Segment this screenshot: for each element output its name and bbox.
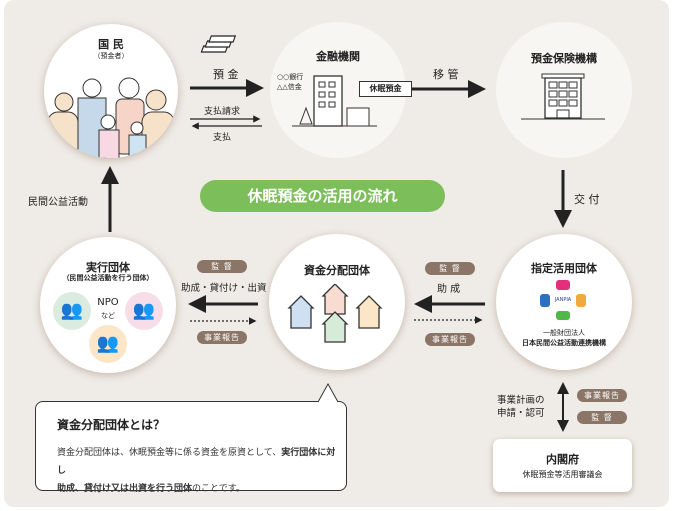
callout-box: 資金分配団体とは？ 資金分配団体は、休眠預金等に係る資金を原資として、実行団体に…	[35, 401, 347, 494]
bank-building-icon	[292, 75, 377, 127]
cabinet-supervision-pill: 監 督	[577, 411, 627, 424]
callout-heading: 資金分配団体とは？	[57, 418, 166, 432]
title-pill: 休眠預金の活用の流れ	[200, 180, 445, 212]
designated-org-name: 日本民間公益活動連携機構	[522, 339, 606, 347]
citizens-subtitle: （預金者）	[93, 52, 129, 60]
payment-request-label: 支払請求	[204, 107, 241, 117]
executors-title: 実行団体	[86, 261, 130, 274]
bank-title: 金融機関	[316, 50, 360, 63]
dic-node: 預金保険機構	[496, 22, 632, 158]
distributors-node: 資金分配団体	[269, 234, 405, 370]
plan-label-line1: 事業計画の	[497, 395, 545, 406]
plan-label-line2: 申請・認可	[497, 408, 545, 419]
right-report-pill: 事業報告	[425, 333, 475, 346]
houses-icon	[287, 284, 383, 343]
npo-sub-label: など	[101, 312, 115, 320]
left-funding-label: 助成・貸付け・出資	[181, 283, 267, 294]
right-funding-label: 助 成	[437, 284, 461, 295]
transfer-label: 移 管	[433, 68, 459, 81]
citizens-node: 国 民 （預金者）	[44, 24, 178, 158]
distributors-title: 資金分配団体	[304, 264, 370, 277]
money-icon	[200, 35, 237, 53]
civic-activity-label: 民間公益活動	[28, 197, 88, 208]
callout-pointer	[318, 383, 339, 403]
deposit-label: 預 金	[213, 68, 239, 81]
payment-label: 支払	[213, 133, 232, 143]
group-icon: 👥	[89, 325, 127, 363]
grant-label: 交 付	[574, 193, 600, 206]
executors-subtitle: （民間公益活動を行う団体）	[62, 274, 154, 282]
dormant-deposit-tag: 休眠預金	[359, 81, 412, 97]
family-illustration-icon	[47, 77, 175, 158]
designated-org-type: 一般財団法人	[543, 329, 585, 337]
left-report-pill: 事業報告	[197, 331, 247, 344]
right-supervision-pill: 監 督	[425, 262, 475, 275]
group-icon: 👥	[53, 292, 91, 330]
bank-label-2: △△信金	[277, 83, 302, 91]
cabinet-node: 内閣府 休眠預金等活用審議会	[493, 439, 632, 492]
cabinet-subtitle: 休眠預金等活用審議会	[522, 470, 603, 479]
npo-label: NPO	[97, 297, 119, 308]
designated-node: 指定活用団体 JANPIA 一般財団法人 日本民間公益活動連携機構	[496, 234, 632, 370]
building-icon	[521, 73, 605, 120]
designated-title: 指定活用団体	[531, 262, 597, 275]
callout-text: 資金分配団体は、休眠預金等に係る資金を原資として、実行団体に対し助成、貸付け又は…	[57, 448, 336, 494]
left-supervision-pill: 監 督	[197, 260, 247, 273]
cabinet-report-pill: 事業報告	[577, 389, 627, 402]
group-icon: 👥	[125, 292, 163, 330]
dic-title: 預金保険機構	[531, 52, 597, 65]
cabinet-title: 内閣府	[546, 453, 579, 466]
janpia-logo: JANPIA	[540, 280, 586, 320]
executors-node: 実行団体 （民間公益活動を行う団体） 👥 👥 👥 NPO など	[40, 237, 176, 373]
citizens-title: 国 民	[98, 38, 124, 51]
bank-label-1: ○○銀行	[277, 73, 304, 81]
